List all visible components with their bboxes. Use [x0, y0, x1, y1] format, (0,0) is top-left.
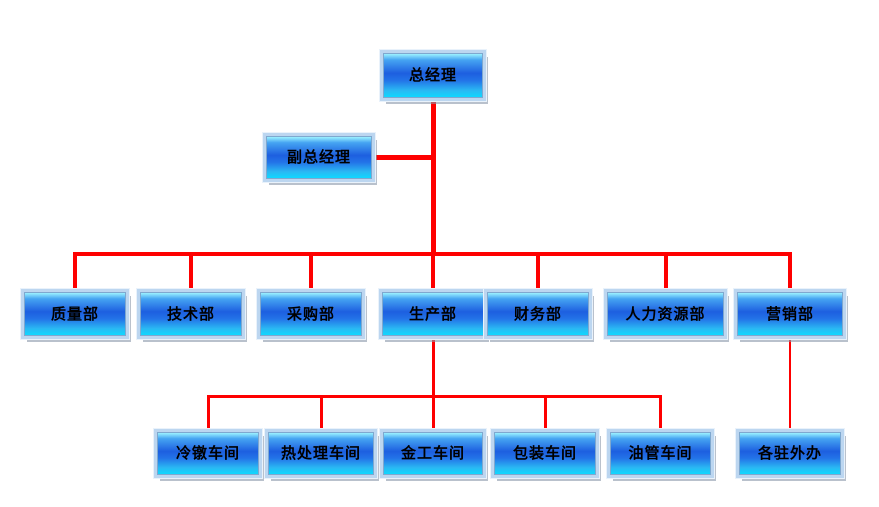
- org-node-label-heat: 热处理车间: [280, 444, 361, 462]
- edge-drop-finance: [536, 252, 540, 293]
- org-node-oil: 油管车间: [611, 433, 710, 474]
- org-node-marketing: 营销部: [738, 293, 842, 335]
- edge-drop-cold: [206, 395, 210, 433]
- org-node-overseas: 各驻外办: [740, 433, 840, 474]
- org-node-label-oil: 油管车间: [628, 444, 693, 462]
- org-node-finance: 财务部: [488, 293, 588, 335]
- org-node-dgm: 副总经理: [267, 137, 371, 178]
- org-node-label-metal: 金工车间: [400, 444, 465, 462]
- org-node-heat: 热处理车间: [269, 433, 373, 474]
- edge-drop-marketing: [788, 252, 792, 293]
- org-node-label-production: 生产部: [408, 304, 457, 323]
- org-node-label-gm: 总经理: [408, 66, 457, 84]
- org-node-tech: 技术部: [141, 293, 241, 335]
- org-node-pack: 包装车间: [495, 433, 595, 474]
- org-node-label-purchase: 采购部: [286, 304, 335, 323]
- edge-drop-tech: [189, 252, 193, 293]
- edge-drop-oil: [659, 395, 662, 433]
- org-node-label-overseas: 各驻外办: [757, 444, 822, 462]
- edge-trunk: [430, 97, 436, 256]
- edge-drop-metal: [431, 395, 435, 433]
- edge-drop-production: [431, 252, 435, 293]
- edge-assistant-connector: [371, 154, 433, 160]
- org-node-cold: 冷镦车间: [158, 433, 258, 474]
- org-node-label-finance: 财务部: [513, 304, 562, 323]
- edge-drop-quality: [73, 252, 77, 293]
- org-node-label-hr: 人力资源部: [625, 304, 706, 323]
- edge-drop-purchase: [309, 252, 313, 293]
- org-node-label-marketing: 营销部: [765, 304, 814, 323]
- org-node-metal: 金工车间: [384, 433, 482, 474]
- edge-drop-overseas: [789, 335, 791, 433]
- edge-drop-heat: [319, 395, 323, 433]
- org-node-quality: 质量部: [25, 293, 125, 335]
- org-node-label-quality: 质量部: [50, 304, 99, 323]
- org-node-hr: 人力资源部: [608, 293, 723, 335]
- org-node-label-tech: 技术部: [166, 304, 215, 323]
- org-node-production: 生产部: [383, 293, 483, 335]
- org-node-gm: 总经理: [384, 54, 482, 97]
- org-node-label-pack: 包装车间: [512, 444, 577, 462]
- org-node-label-dgm: 副总经理: [286, 148, 351, 166]
- edge-production-stem: [431, 335, 435, 398]
- org-node-label-cold: 冷镦车间: [175, 444, 240, 462]
- edge-drop-pack: [543, 395, 547, 433]
- edge-drop-hr: [663, 252, 668, 293]
- org-node-purchase: 采购部: [261, 293, 361, 335]
